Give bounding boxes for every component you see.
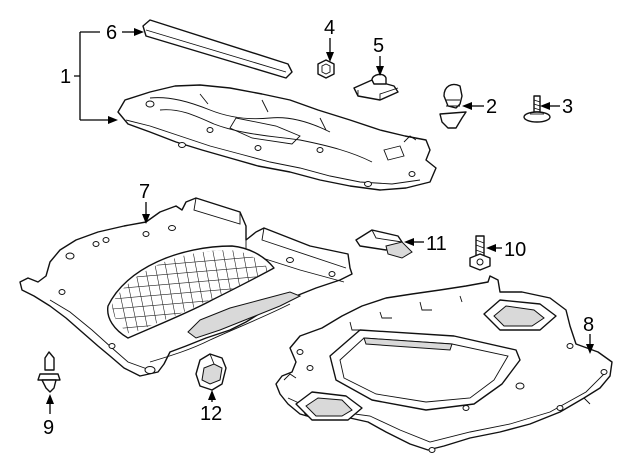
upper-splash-shield-part — [117, 84, 437, 191]
callout-6: 6 — [106, 22, 117, 44]
callout-12: 12 — [200, 403, 222, 425]
seal-strip-part — [142, 19, 293, 79]
callout-numbers: 1 2 3 4 5 6 7 8 9 10 11 12 — [43, 17, 594, 439]
clip-part — [355, 229, 413, 259]
callout-7: 7 — [139, 181, 150, 203]
front-splash-shield-part — [19, 197, 353, 377]
callout-3: 3 — [562, 96, 573, 118]
callout-1: 1 — [60, 66, 71, 88]
push-pin-part — [37, 351, 61, 393]
clip-nut-part — [317, 59, 335, 79]
leader-lines — [46, 28, 594, 414]
push-rivet-part — [439, 83, 467, 129]
callout-10: 10 — [504, 239, 526, 261]
callout-9: 9 — [43, 417, 54, 439]
clip-nut-lower-part — [195, 353, 227, 391]
callout-5: 5 — [373, 35, 384, 57]
bolt-part — [523, 95, 551, 123]
callout-4: 4 — [324, 17, 335, 39]
lower-skid-plate-part — [275, 275, 613, 453]
retainer-block-part — [353, 73, 399, 101]
screw-part — [469, 235, 491, 271]
callout-11: 11 — [426, 233, 447, 255]
callout-2: 2 — [486, 96, 497, 118]
callout-8: 8 — [583, 314, 594, 336]
